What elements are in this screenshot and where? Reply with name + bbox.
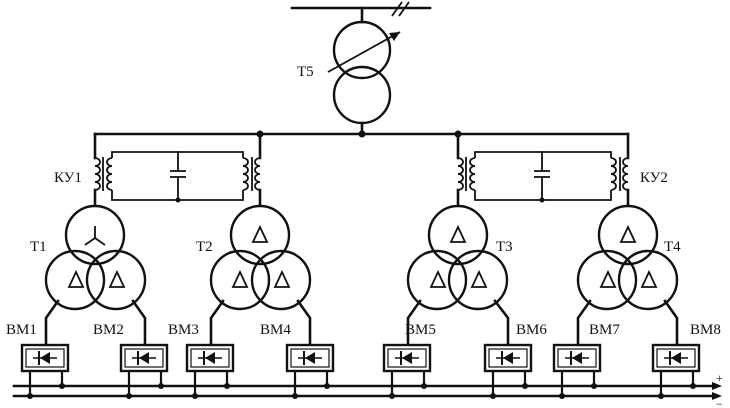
- label-t1: T1: [30, 239, 47, 255]
- dc-buses: [12, 382, 722, 400]
- label-vm4: ВМ4: [260, 322, 291, 338]
- rectifier-modules: [20, 343, 701, 399]
- label-t3: T3: [496, 239, 513, 255]
- rectifier-module: [552, 343, 602, 399]
- rectifier-module: [185, 343, 235, 399]
- label-vm3: ВМ3: [168, 322, 199, 338]
- label-t5: T5: [297, 64, 314, 80]
- rectifier-module: [651, 343, 701, 399]
- label-ku1: КУ1: [54, 170, 82, 186]
- rectifier-module: [20, 343, 70, 399]
- transformer-t2: [209, 204, 312, 311]
- rectifier-module: [483, 343, 533, 399]
- label-minus: −: [716, 397, 723, 408]
- label-ku2: КУ2: [640, 170, 668, 186]
- compensation-unit-ku1: [93, 151, 262, 212]
- rectifier-module: [382, 343, 432, 399]
- label-vm8: ВМ8: [690, 322, 721, 338]
- transformer-t4: [576, 204, 679, 311]
- ac-bus: [93, 130, 630, 160]
- label-vm5: ВМ5: [405, 322, 436, 338]
- label-vm2: ВМ2: [93, 322, 124, 338]
- label-vm6: ВМ6: [516, 322, 547, 338]
- transformer-t5: [327, 20, 401, 136]
- rectifier-feeds: [44, 299, 679, 347]
- label-vm1: ВМ1: [6, 322, 37, 338]
- rectifier-module: [285, 343, 335, 399]
- label-t4: T4: [664, 239, 681, 255]
- compensation-unit-ku2: [456, 151, 630, 212]
- label-vm7: ВМ7: [589, 322, 620, 338]
- incoming-line: [290, 1, 432, 24]
- rectifier-module: [119, 343, 169, 399]
- label-plus: +: [716, 371, 723, 385]
- label-t2: T2: [196, 239, 213, 255]
- transformer-t3: [406, 204, 509, 311]
- transformer-t1: [44, 204, 147, 311]
